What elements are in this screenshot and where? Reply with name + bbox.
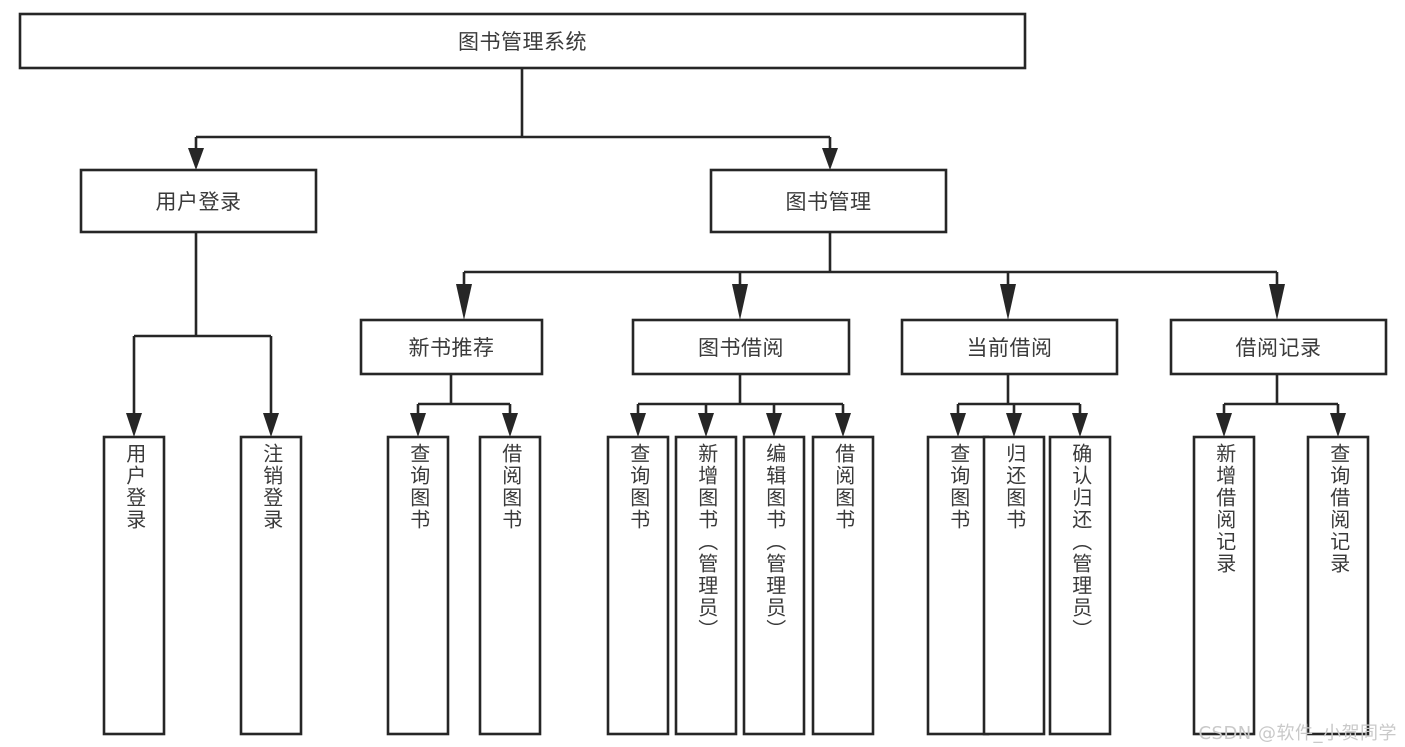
node-box-leaf-current-borrow-0[interactable]: [926, 435, 990, 736]
node-box-leaf-book-borrow-3[interactable]: [811, 435, 875, 736]
node-box-leaf-new-book-1[interactable]: [478, 435, 542, 736]
csdn-watermark: CSDN @软件_小贺同学: [1198, 723, 1397, 744]
node-box-current-borrow[interactable]: [900, 318, 1119, 376]
arrow-leaf-borrow-record-0: [1216, 413, 1232, 437]
arrow-level3-2: [1000, 284, 1016, 320]
arrow-leaf-book-borrow-2: [766, 413, 782, 437]
node-box-leaf-borrow-record-0[interactable]: [1192, 435, 1256, 736]
node-box-leaf-book-borrow-0[interactable]: [606, 435, 670, 736]
arrow-book-manage: [822, 148, 838, 170]
node-box-leaf-user-login-0[interactable]: [102, 435, 166, 736]
arrow-leaf-book-borrow-3: [835, 413, 851, 437]
node-box-borrow-record[interactable]: [1169, 318, 1388, 376]
node-box-new-book-recommend[interactable]: [359, 318, 544, 376]
arrow-leaf-new-book-1: [502, 413, 518, 437]
arrow-leaf-new-book-0: [410, 413, 426, 437]
node-box-leaf-user-login-1[interactable]: [239, 435, 303, 736]
node-box-book-borrow[interactable]: [631, 318, 851, 376]
connectors-new-book-to-leaves: [410, 374, 518, 437]
arrow-leaf-borrow-record-1: [1330, 413, 1346, 437]
node-box-leaf-current-borrow-1[interactable]: [982, 435, 1046, 736]
connectors-user-login-to-leaves: [126, 232, 279, 437]
connectors-book-manage-to-level3: [456, 232, 1285, 320]
arrow-leaf-current-borrow-1: [1006, 413, 1022, 437]
arrow-leaf-book-borrow-0: [630, 413, 646, 437]
arrow-leaf-book-borrow-1: [698, 413, 714, 437]
node-box-leaf-new-book-0[interactable]: [386, 435, 450, 736]
node-box-leaf-current-borrow-2[interactable]: [1048, 435, 1112, 736]
arrow-leaf-user-login-0: [126, 413, 142, 437]
arrow-level3-0: [456, 284, 472, 320]
node-box-user-login[interactable]: [79, 168, 318, 234]
node-box-book-manage[interactable]: [709, 168, 948, 234]
node-box-leaf-book-borrow-2[interactable]: [742, 435, 806, 736]
connectors-root-to-level2: [188, 68, 838, 170]
arrow-level3-3: [1269, 284, 1285, 320]
connectors-current-borrow-to-leaves: [950, 374, 1088, 437]
connectors-borrow-record-to-leaves: [1216, 374, 1346, 437]
connectors-book-borrow-to-leaves: [630, 374, 851, 437]
arrow-level3-1: [732, 284, 748, 320]
arrow-user-login: [188, 148, 204, 170]
node-box-leaf-borrow-record-1[interactable]: [1306, 435, 1370, 736]
arrow-leaf-current-borrow-0: [950, 413, 966, 437]
node-box-leaf-book-borrow-1[interactable]: [674, 435, 738, 736]
arrow-leaf-current-borrow-2: [1072, 413, 1088, 437]
arrow-leaf-user-login-1: [263, 413, 279, 437]
node-box-root[interactable]: [18, 12, 1027, 70]
